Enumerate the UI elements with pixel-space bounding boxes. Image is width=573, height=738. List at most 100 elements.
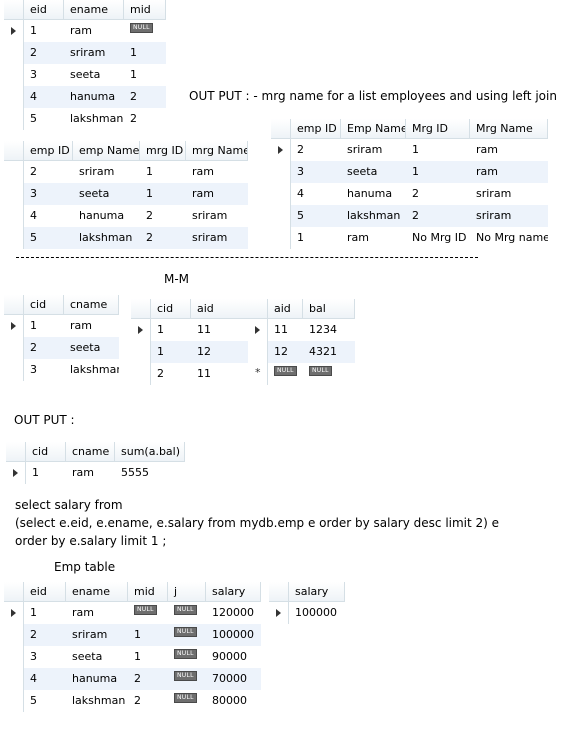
table-cell[interactable]: 2 (146, 231, 153, 244)
row-selector[interactable] (131, 363, 151, 385)
column-header[interactable]: salary (206, 582, 261, 601)
column-header[interactable]: j (168, 582, 206, 601)
table-cell[interactable]: ram (192, 165, 214, 178)
table-cell[interactable]: 5 (297, 209, 304, 222)
row-selector[interactable] (271, 183, 291, 205)
table-cell[interactable]: 5 (30, 231, 37, 244)
table-cell[interactable]: 12 (274, 345, 288, 358)
table-cell[interactable]: sriram (192, 231, 228, 244)
null-cell[interactable]: NULL (268, 363, 303, 385)
table-cell[interactable]: 2 (30, 46, 37, 59)
column-header[interactable]: Mrg ID (406, 119, 470, 138)
table-cell[interactable]: hanuma (79, 209, 125, 222)
table-cell[interactable]: 1 (130, 68, 137, 81)
column-header[interactable]: emp Name (73, 141, 140, 160)
table-cell[interactable]: 2 (157, 367, 164, 380)
table-cell[interactable]: 2 (30, 628, 37, 641)
table-cell[interactable]: 2 (134, 672, 141, 685)
null-cell[interactable]: NULL (168, 668, 206, 690)
table-cell[interactable]: lakshman (72, 694, 126, 707)
column-header[interactable]: Mrg Name (470, 119, 548, 138)
table-cell[interactable]: 1 (146, 165, 153, 178)
column-header[interactable]: Emp Name (341, 119, 406, 138)
table-cell[interactable]: sriram (476, 209, 512, 222)
table-cell[interactable]: 2 (30, 165, 37, 178)
table-cell[interactable]: 1 (134, 650, 141, 663)
table-cell[interactable]: ram (476, 165, 498, 178)
table-cell[interactable]: 2 (412, 209, 419, 222)
table-cell[interactable]: seeta (70, 68, 101, 81)
table-cell[interactable]: 11 (274, 323, 288, 336)
table-row[interactable]: 12 4321 (248, 341, 355, 363)
column-header[interactable]: salary (289, 582, 345, 601)
column-header[interactable]: cid (26, 442, 66, 461)
column-header[interactable]: mid (128, 582, 168, 601)
column-header[interactable]: aid (191, 299, 253, 318)
column-header[interactable]: bal (303, 299, 355, 318)
table-cell[interactable]: 3 (30, 363, 37, 376)
table-cell[interactable]: ram (72, 606, 94, 619)
row-selector[interactable] (4, 64, 24, 86)
table-cell[interactable]: 2 (412, 187, 419, 200)
table-cell[interactable]: 80000 (212, 694, 247, 707)
table-cell[interactable]: ram (476, 143, 498, 156)
table-cell[interactable]: hanuma (72, 672, 118, 685)
table-cell[interactable]: ram (72, 466, 94, 479)
column-header[interactable]: mid (124, 0, 166, 19)
table-cell[interactable]: ram (192, 187, 214, 200)
table-cell[interactable]: seeta (72, 650, 103, 663)
table-cell[interactable]: 90000 (212, 650, 247, 663)
table-cell[interactable]: 2 (130, 112, 137, 125)
table-row[interactable]: 5 lakshman 2 sriram (271, 205, 548, 227)
row-selector[interactable] (4, 205, 24, 227)
row-selector[interactable] (271, 205, 291, 227)
table-cell[interactable]: 4321 (309, 345, 337, 358)
table-cell[interactable]: ram (70, 319, 92, 332)
table-cell[interactable]: 11 (197, 323, 211, 336)
table-cell[interactable]: No Mrg ID (412, 231, 467, 244)
row-selector[interactable] (4, 602, 24, 624)
column-header[interactable]: eid (24, 0, 64, 19)
table-cell[interactable]: sriram (347, 143, 383, 156)
null-cell[interactable]: NULL (168, 646, 206, 668)
row-selector[interactable] (4, 624, 24, 646)
table-cell[interactable]: 120000 (212, 606, 254, 619)
null-cell[interactable]: NULL (128, 602, 168, 624)
row-selector[interactable] (271, 161, 291, 183)
row-selector[interactable] (271, 227, 291, 249)
table-cell[interactable]: lakshman (347, 209, 401, 222)
table-cell[interactable]: 3 (30, 187, 37, 200)
table-cell[interactable]: 5 (30, 112, 37, 125)
row-selector[interactable] (4, 359, 24, 381)
null-cell[interactable]: NULL (168, 624, 206, 646)
table-cell[interactable]: 100000 (212, 628, 254, 641)
table-cell[interactable]: sriram (72, 628, 108, 641)
table-row[interactable]: 100000 (269, 602, 345, 624)
table-cell[interactable]: 1 (30, 319, 37, 332)
table-cell[interactable]: sriram (476, 187, 512, 200)
null-cell[interactable]: NULL (168, 602, 206, 624)
column-header[interactable]: mrg Name (186, 141, 248, 160)
column-header[interactable]: eid (24, 582, 66, 601)
table-cell[interactable]: 1 (412, 165, 419, 178)
table-cell[interactable]: 2 (297, 143, 304, 156)
table-cell[interactable]: seeta (79, 187, 110, 200)
table-cell[interactable]: lakshman (70, 112, 124, 125)
column-header[interactable]: emp ID (291, 119, 341, 138)
row-selector[interactable] (131, 319, 151, 341)
row-selector[interactable] (4, 646, 24, 668)
